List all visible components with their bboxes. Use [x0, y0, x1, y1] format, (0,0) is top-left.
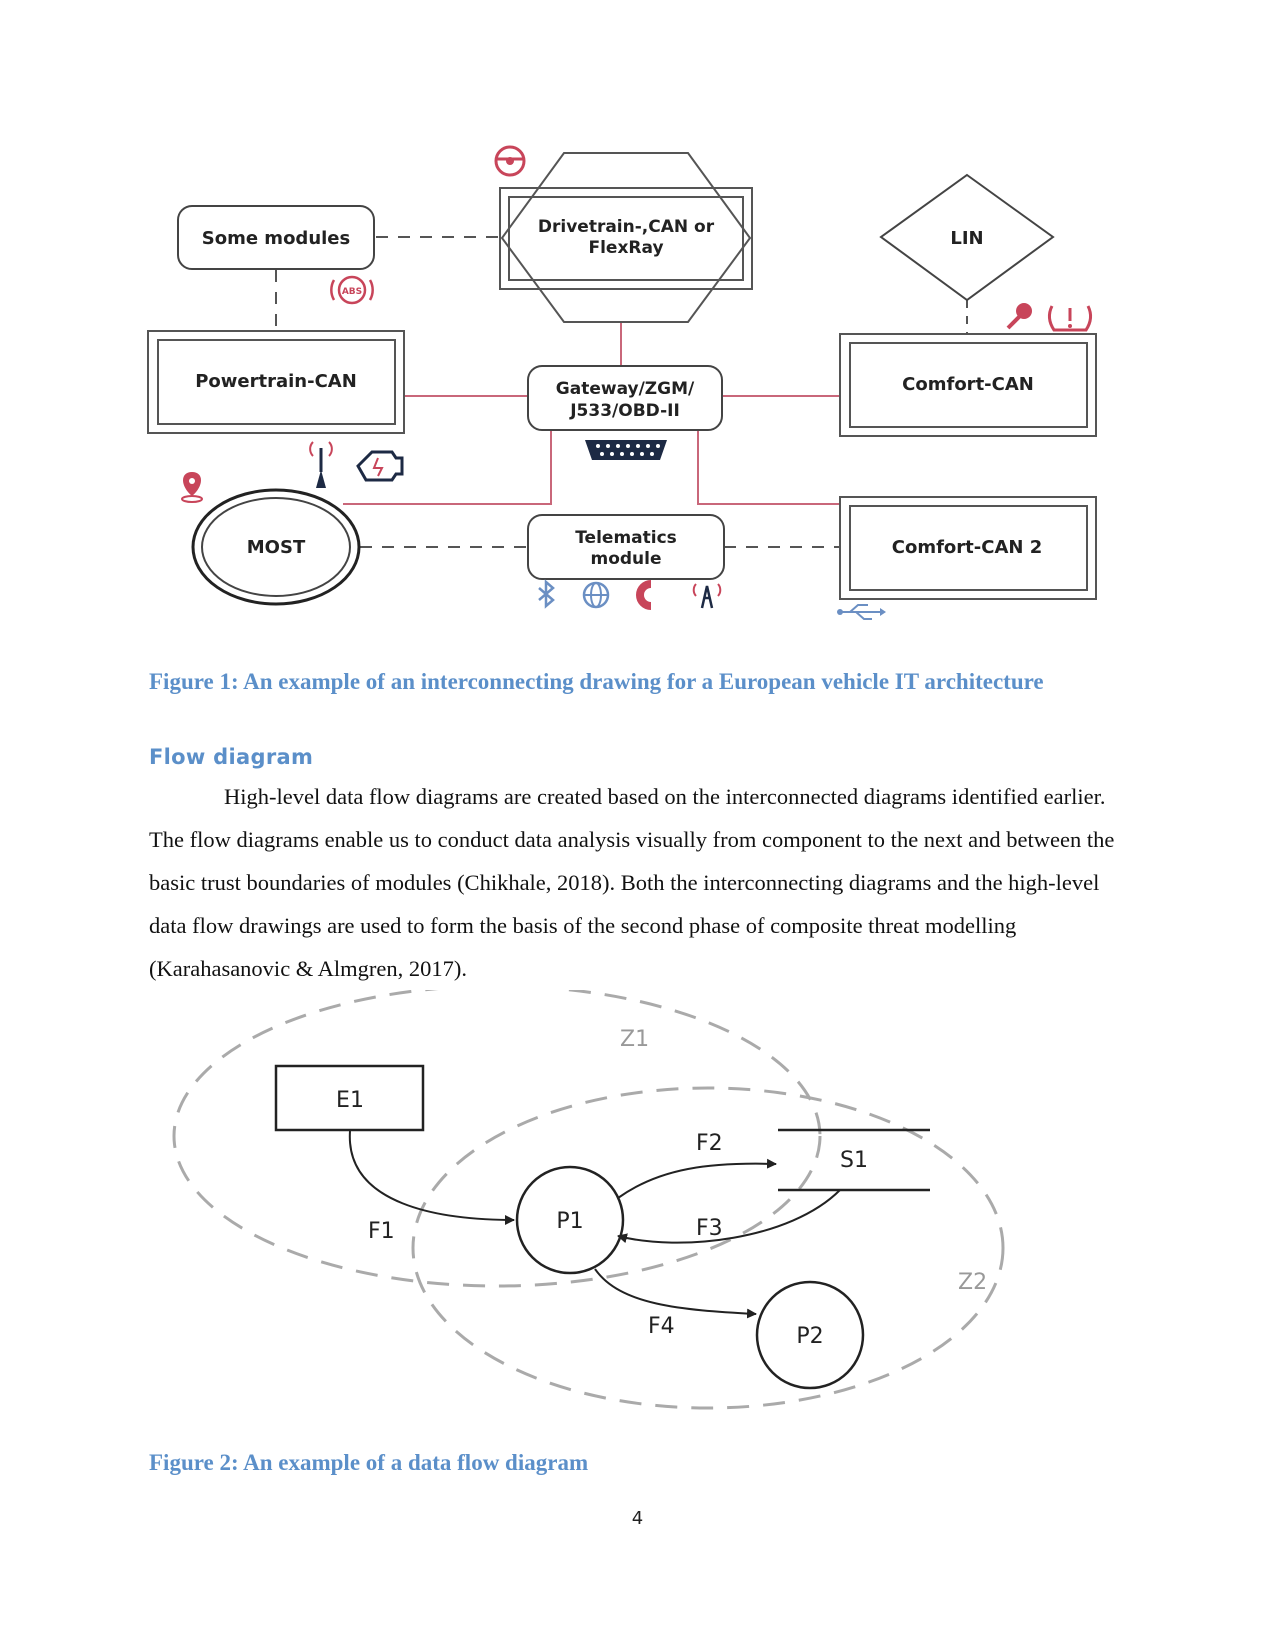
section-heading: Flow diagram	[149, 745, 314, 769]
section-paragraph: High-level data flow diagrams are create…	[149, 784, 1115, 981]
node-powertrain-inner	[157, 339, 396, 425]
node-telematics-label-1: Telematics	[575, 528, 677, 548]
node-telematics-label-2: module	[590, 549, 661, 569]
flow-f1-label: F1	[368, 1219, 395, 1244]
flow-f2	[617, 1158, 777, 1199]
node-comfort-can2-inner	[849, 505, 1088, 591]
flow-f3-label: F3	[696, 1216, 723, 1241]
node-drivetrain-inner	[508, 196, 744, 281]
connector-gateway-most	[343, 430, 552, 505]
magnet-icon	[636, 580, 652, 610]
obd-connector-icon	[585, 440, 667, 460]
node-comfort-can-inner	[849, 342, 1088, 428]
flow-f3	[617, 1189, 841, 1244]
connector-gateway-comfort2	[697, 430, 840, 505]
node-comfort-can2-outer	[839, 496, 1097, 600]
node-some-modules	[177, 205, 375, 270]
location-pin-icon	[181, 472, 203, 503]
node-drivetrain-label-2: FlexRay	[588, 238, 663, 258]
abs-icon: ABS	[330, 275, 374, 305]
cell-tower-icon	[692, 583, 722, 609]
tire-pressure-warning-icon	[1047, 305, 1093, 332]
node-powertrain-label: Powertrain-CAN	[195, 371, 357, 392]
svg-text:ABS: ABS	[342, 287, 362, 297]
process-p1	[515, 1165, 625, 1275]
node-comfort-can2-label: Comfort-CAN 2	[892, 537, 1042, 558]
steering-wheel-icon	[494, 145, 526, 177]
node-gateway-label-2: J533/OBD-II	[569, 401, 680, 421]
usb-icon	[837, 604, 886, 620]
p1-label: P1	[556, 1209, 583, 1234]
node-gateway	[527, 365, 723, 431]
node-telematics	[527, 514, 725, 580]
e1-label: E1	[336, 1088, 364, 1113]
zone-z1-label: Z1	[620, 1027, 649, 1052]
node-drivetrain-label-1: Drivetrain-,CAN or	[538, 217, 715, 237]
flow-f4	[594, 1268, 757, 1319]
bluetooth-icon	[538, 579, 555, 609]
globe-icon	[582, 581, 610, 609]
node-some-modules-label: Some modules	[202, 228, 350, 249]
node-most-outer	[191, 488, 361, 606]
figure-2-caption: Figure 2: An example of a data flow diag…	[149, 1450, 589, 1475]
node-lin	[879, 173, 1055, 302]
node-gateway-label-1: Gateway/ZGM/	[556, 379, 695, 399]
key-icon	[1006, 303, 1032, 330]
node-drivetrain-hexagon	[500, 152, 752, 323]
node-comfort-can-label: Comfort-CAN	[902, 374, 1034, 395]
trust-zone-z1	[172, 990, 822, 1288]
node-most-label: MOST	[247, 537, 306, 558]
engine-icon	[356, 450, 404, 482]
node-comfort-can-outer	[839, 333, 1097, 437]
zone-z2-label: Z2	[958, 1270, 987, 1295]
external-entity-e1	[274, 1064, 425, 1132]
p2-label: P2	[796, 1324, 823, 1349]
process-p2	[755, 1280, 865, 1390]
trust-zone-z2	[411, 1086, 1005, 1410]
node-powertrain-outer	[147, 330, 405, 434]
page-number: 4	[631, 1508, 644, 1529]
s1-label: S1	[840, 1148, 868, 1173]
flow-f4-label: F4	[648, 1314, 675, 1339]
node-lin-label: LIN	[950, 228, 983, 249]
flow-f1	[348, 1130, 515, 1225]
node-most-inner	[201, 497, 351, 597]
antenna-icon	[309, 441, 333, 488]
node-drivetrain-outer	[499, 187, 753, 290]
figure-1-caption: Figure 1: An example of an interconnecti…	[149, 669, 1044, 694]
figure-2-data-flow-diagram: Z1 Z2 E1 P1 P2 S1 F1 F2 F3 F4	[172, 990, 1005, 1410]
flow-f2-label: F2	[696, 1131, 723, 1156]
figure-1-architecture-diagram: Some modules Drivetrain-,CAN or FlexRay …	[147, 145, 1097, 620]
